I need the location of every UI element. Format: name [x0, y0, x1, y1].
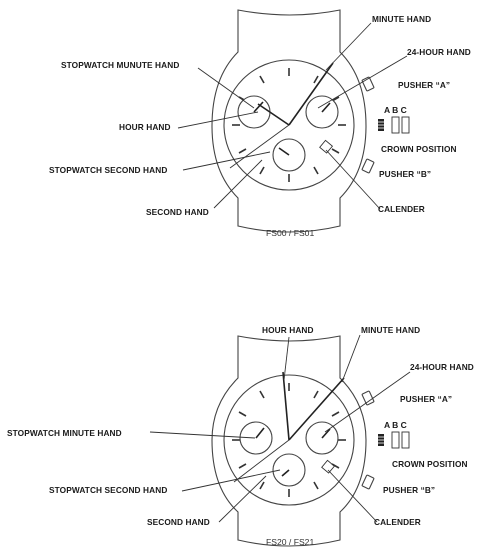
label-crown-position: CROWN POSITION — [392, 459, 468, 469]
label-pusher-a: PUSHER “A” — [398, 80, 450, 90]
label-24-hour-hand: 24-HOUR HAND — [410, 362, 474, 372]
leader-lines — [149, 334, 411, 523]
label-calender: CALENDER — [378, 204, 425, 214]
label-stopwatch-minute-hand: STOPWATCH MINUTE HAND — [7, 428, 122, 438]
pusher-b-shape — [361, 474, 375, 490]
label-second-hand: SECOND HAND — [146, 207, 209, 217]
label-minute-hand: MINUTE HAND — [361, 325, 420, 335]
crown-position-letters: A B C — [384, 105, 407, 115]
label-second-hand: SECOND HAND — [147, 517, 210, 527]
watch-diagram-1: A B C MINUTE HAND 24-HOUR HAND STOPWATCH… — [49, 9, 471, 238]
stopwatch-minute-hand-shape — [253, 101, 264, 113]
24-hour-hand-shape — [321, 102, 331, 113]
calender-window — [321, 459, 336, 474]
hour-markers — [232, 383, 346, 497]
model-number-2: FS20 / FS21 — [266, 537, 314, 547]
minute-hand-shape — [288, 377, 345, 441]
watch-diagram-2: A B C HOUR HAND MINUTE HAND 24-HOUR HAND… — [7, 325, 474, 547]
label-hour-hand: HOUR HAND — [119, 122, 171, 132]
stopwatch-minute-hand-shape — [255, 427, 265, 439]
model-number-1: FS00 / FS01 — [266, 228, 314, 238]
crown-position-letters: A B C — [384, 420, 407, 430]
crown-b — [391, 116, 400, 134]
label-pusher-a: PUSHER “A” — [400, 394, 452, 404]
hour-hand-shape — [257, 103, 290, 126]
label-crown-position: CROWN POSITION — [381, 144, 457, 154]
second-hand-shape — [229, 124, 290, 169]
calender-window — [319, 139, 334, 154]
label-minute-hand: MINUTE HAND — [372, 14, 431, 24]
stopwatch-second-hand-shape — [281, 469, 290, 477]
label-stopwatch-second-hand: STOPWATCH SECOND HAND — [49, 165, 167, 175]
stopwatch-second-hand-shape — [278, 147, 290, 156]
second-hand-shape — [233, 439, 290, 483]
label-stopwatch-second-hand: STOPWATCH SECOND HAND — [49, 485, 167, 495]
label-stopwatch-minute-hand: STOPWATCH MUNUTE HAND — [61, 60, 179, 70]
crown-c — [401, 116, 410, 134]
label-pusher-b: PUSHER “B” — [383, 485, 435, 495]
label-pusher-b: PUSHER “B” — [379, 169, 431, 179]
leader-lines — [177, 22, 408, 210]
crown-c — [401, 431, 410, 449]
label-24-hour-hand: 24-HOUR HAND — [407, 47, 471, 57]
label-calender: CALENDER — [374, 517, 421, 527]
label-hour-hand: HOUR HAND — [262, 325, 314, 335]
minute-hand-shape — [288, 62, 334, 126]
hour-hand-shape — [282, 371, 290, 441]
24-hour-hand-shape — [321, 428, 331, 439]
pusher-b-shape — [361, 158, 375, 174]
crown-b — [391, 431, 400, 449]
pusher-a-shape — [361, 390, 375, 406]
